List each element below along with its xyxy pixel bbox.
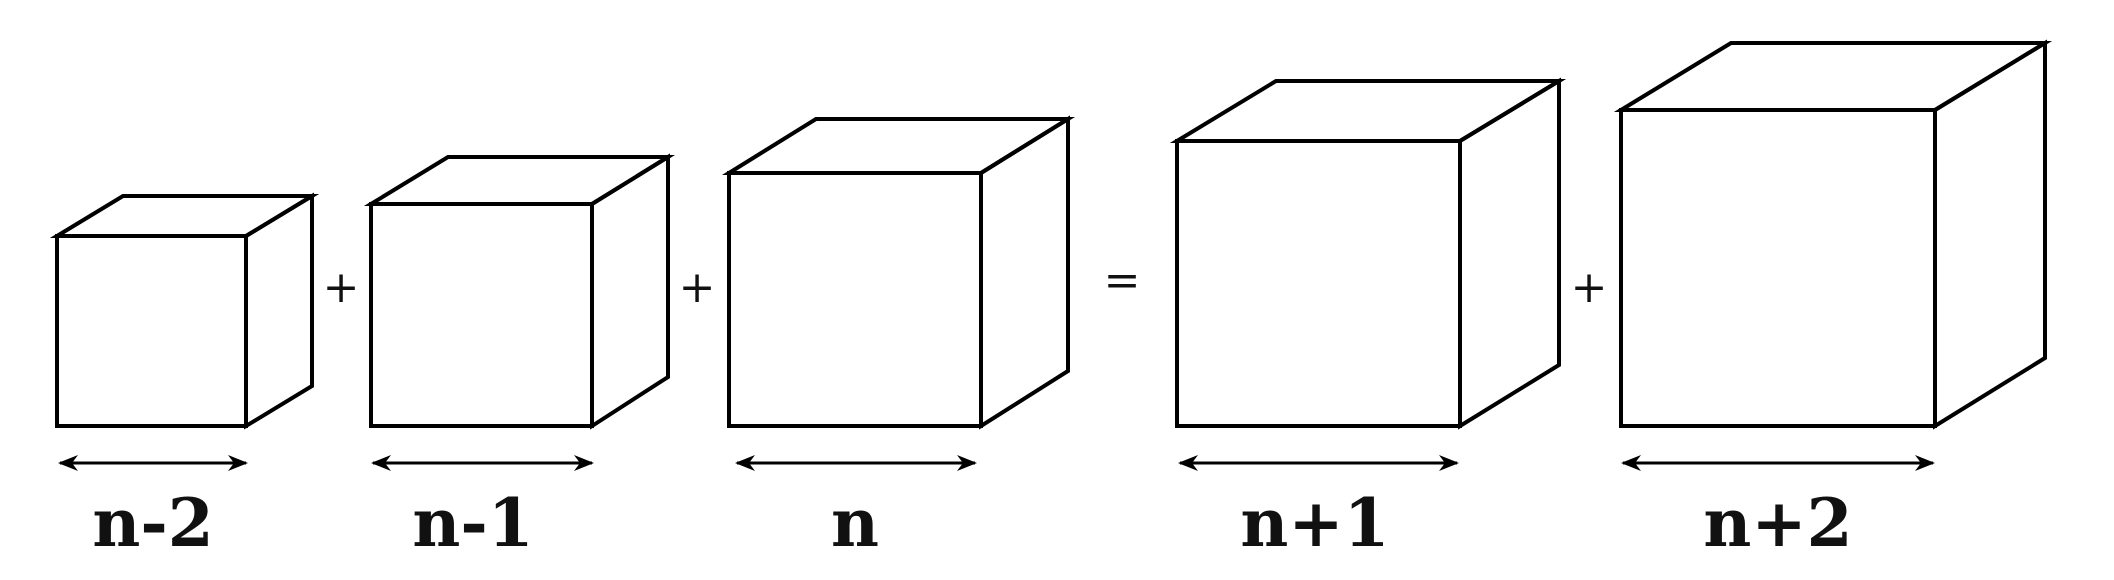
cube-n-minus-2-side-face [244, 192, 314, 430]
cube-n-plus-1-side-face [1458, 77, 1561, 430]
cube-label-n-minus-1: n-1 [412, 484, 533, 562]
cube-n-plus-1-top-face [1169, 79, 1567, 143]
cube-n-side-face [979, 115, 1070, 430]
cube-n-minus-2: n-2 [49, 192, 320, 562]
cube-n-plus-2: n+2 [1613, 39, 2053, 562]
cube-n-minus-2-top-face [49, 194, 320, 238]
equals-operator: = [1104, 255, 1141, 306]
plus-operator-1: + [323, 262, 360, 313]
cube-n-minus-1-top-face [363, 155, 676, 206]
cube-n-minus-2-front-face [55, 234, 248, 428]
cube-label-n-minus-2: n-2 [92, 484, 213, 562]
cube-label-n-plus-1: n+1 [1240, 484, 1389, 562]
cube-n-plus-2-top-face [1613, 41, 2053, 112]
cube-n-minus-1-front-face [369, 202, 594, 428]
cube-n-minus-1-side-face [590, 153, 670, 430]
cube-label-n-plus-2: n+2 [1703, 484, 1852, 562]
cube-n-plus-1: n+1 [1169, 77, 1567, 562]
cube-label-n: n [831, 484, 879, 562]
cube-n-plus-1-front-face [1175, 139, 1462, 428]
cube-n-front-face [727, 171, 983, 428]
cube-n-plus-2-front-face [1619, 108, 1937, 428]
plus-operator-3: + [1571, 262, 1608, 313]
cube-n: n [721, 115, 1076, 562]
cube-n-top-face [721, 117, 1076, 175]
cube-n-plus-2-side-face [1933, 39, 2047, 430]
cube-n-minus-1: n-1 [363, 153, 676, 562]
plus-operator-2: + [679, 262, 716, 313]
